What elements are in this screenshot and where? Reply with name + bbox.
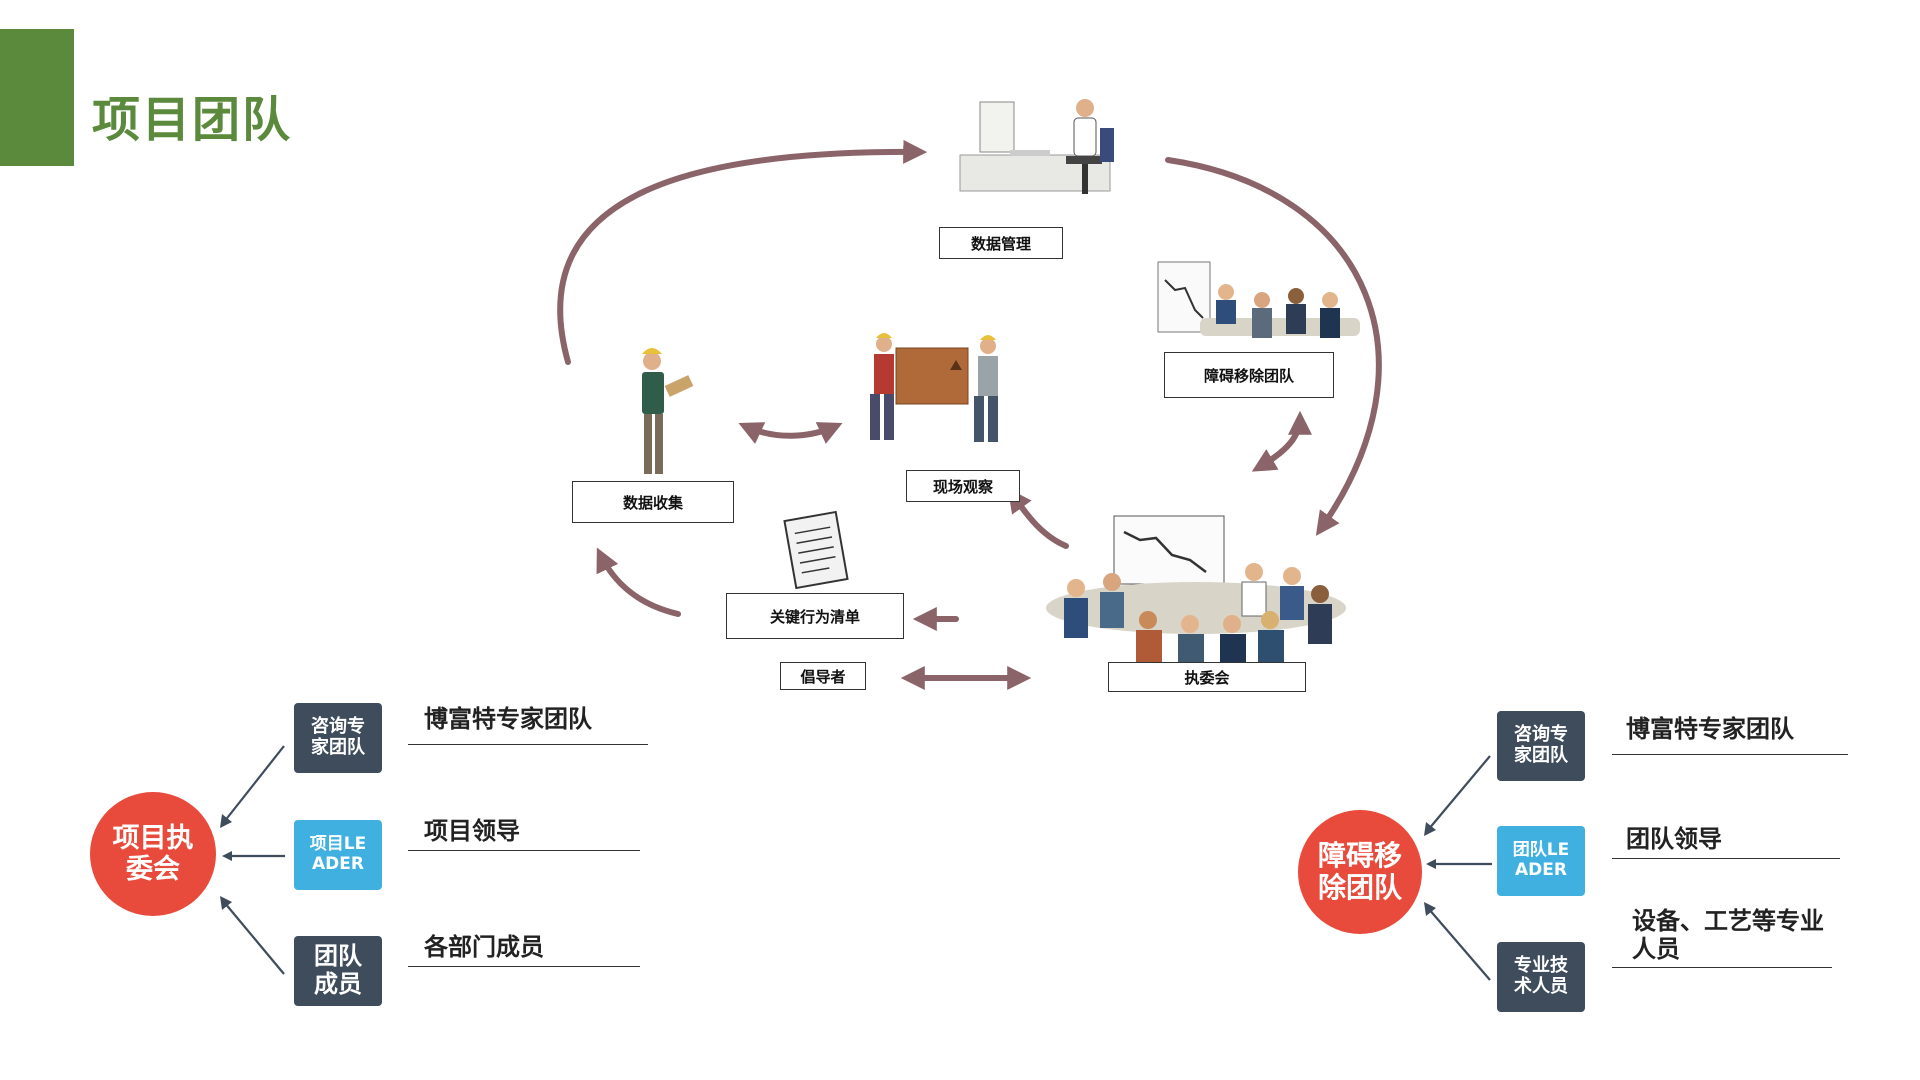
workers-carrying-box-icon <box>870 333 998 442</box>
arrow-management-to-committee <box>1165 157 1382 536</box>
left-desc-leader: 项目领导 <box>408 817 640 851</box>
right-connector-bottom <box>1427 907 1491 981</box>
arrow-barrier-committee <box>1251 410 1312 472</box>
left-connector-bottom <box>223 901 285 975</box>
label-data-management: 数据管理 <box>939 227 1063 259</box>
right-box-technicians-text: 专业技术人员 <box>1514 955 1568 997</box>
right-box-technicians: 专业技术人员 <box>1497 942 1585 1012</box>
right-box-leader-text: 团队LEADER <box>1512 840 1570 880</box>
committee-meeting-icon <box>1046 515 1346 670</box>
right-hub-barrier-team: 障碍移除团队 <box>1298 810 1422 934</box>
right-desc-technicians: 设备、工艺等专业人员 <box>1612 907 1832 969</box>
arrow-collection-to-management <box>557 139 928 365</box>
label-field-observation: 现场观察 <box>906 470 1020 502</box>
computer-desk-icon <box>959 99 1114 194</box>
left-connector-top <box>223 745 285 823</box>
document-list-icon <box>783 510 849 590</box>
left-box-members-text: 团队成员 <box>314 942 362 998</box>
right-box-consultants: 咨询专家团队 <box>1497 711 1585 781</box>
left-box-members: 团队成员 <box>294 936 382 1006</box>
left-box-leader-text: 项目LEADER <box>309 834 367 874</box>
right-desc-consultants: 博富特专家团队 <box>1612 715 1848 755</box>
right-desc-leader: 团队领导 <box>1612 825 1840 859</box>
right-box-consultants-text: 咨询专家团队 <box>1514 724 1568 766</box>
left-box-leader: 项目LEADER <box>294 820 382 890</box>
left-desc-consultants: 博富特专家团队 <box>408 705 648 745</box>
label-advocate: 倡导者 <box>780 662 866 690</box>
right-connector-top <box>1427 755 1491 831</box>
arrow-committee-to-observation <box>1007 488 1069 549</box>
arrow-list-to-collection <box>596 547 681 617</box>
label-data-collection: 数据收集 <box>572 481 734 523</box>
right-box-leader: 团队LEADER <box>1497 826 1585 896</box>
left-box-consultants-text: 咨询专家团队 <box>311 716 365 758</box>
left-hub-text: 项目执委会 <box>112 822 194 885</box>
right-hub-text: 障碍移除团队 <box>1317 838 1402 904</box>
page-title: 项目团队 <box>92 92 293 148</box>
left-box-consultants: 咨询专家团队 <box>294 703 382 773</box>
worker-clipboard-icon <box>642 348 694 474</box>
left-desc-members: 各部门成员 <box>408 933 640 967</box>
arrow-collection-observation <box>738 422 843 444</box>
label-key-behavior-list: 关键行为清单 <box>726 593 904 639</box>
left-hub-steering-committee: 项目执委会 <box>90 792 216 916</box>
label-steering-committee: 执委会 <box>1108 662 1306 692</box>
team-meeting-icon <box>1157 261 1360 338</box>
label-barrier-team: 障碍移除团队 <box>1164 352 1334 398</box>
title-accent-bar <box>0 29 74 166</box>
